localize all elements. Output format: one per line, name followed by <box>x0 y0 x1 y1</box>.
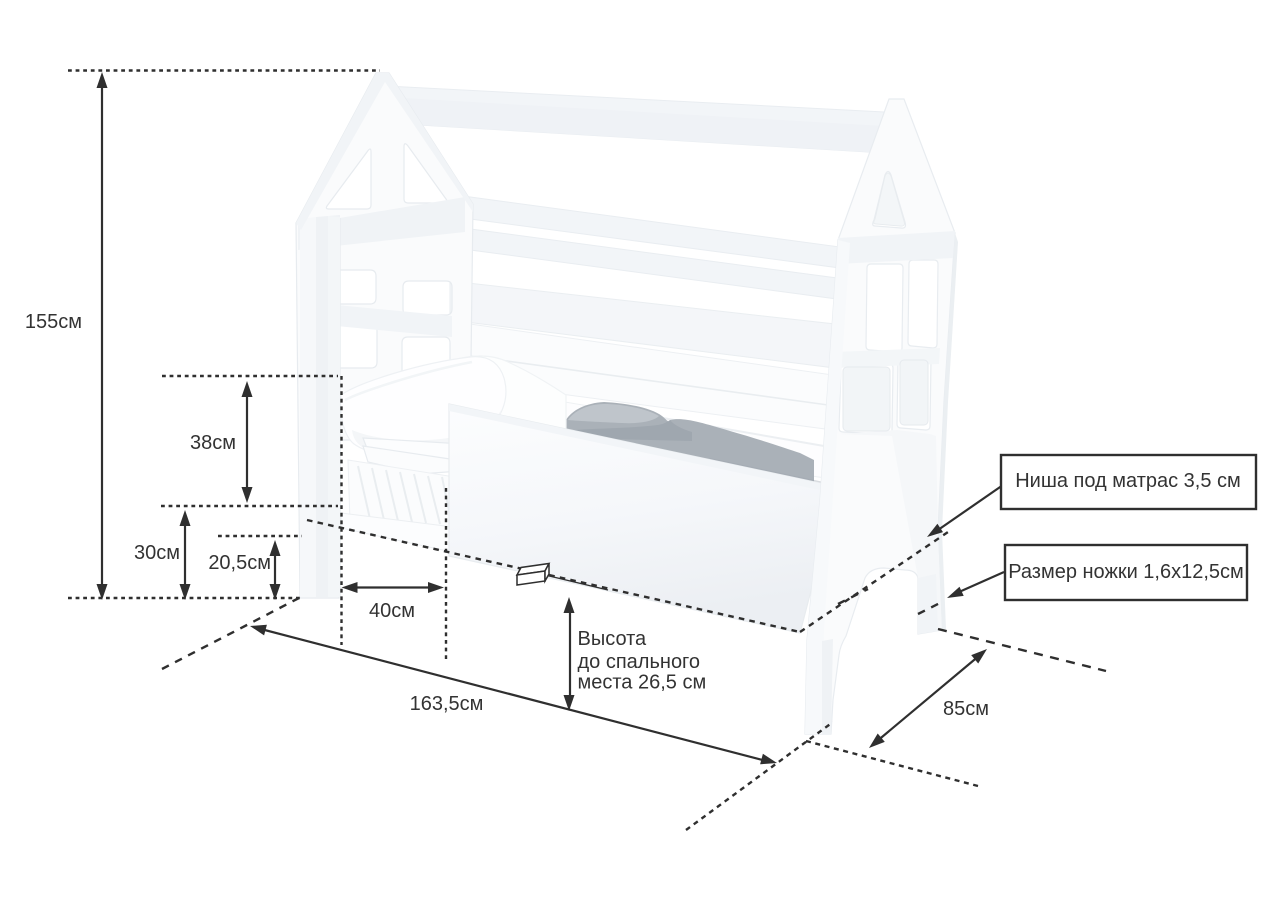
svg-text:Высота: Высота <box>578 628 648 650</box>
svg-text:155см: 155см <box>25 311 82 333</box>
svg-text:Размер ножки 1,6х12,5см: Размер ножки 1,6х12,5см <box>1008 561 1244 583</box>
svg-text:Ниша под матрас 3,5 см: Ниша под матрас 3,5 см <box>1015 470 1241 492</box>
svg-text:163,5см: 163,5см <box>410 693 484 715</box>
svg-text:20,5см: 20,5см <box>208 552 271 574</box>
svg-text:30см: 30см <box>134 542 180 564</box>
svg-text:40см: 40см <box>369 600 415 622</box>
svg-text:места 26,5 см: места 26,5 см <box>578 672 707 694</box>
svg-text:85см: 85см <box>943 698 989 720</box>
svg-text:38см: 38см <box>190 432 236 454</box>
svg-text:до спального: до спального <box>578 651 701 673</box>
